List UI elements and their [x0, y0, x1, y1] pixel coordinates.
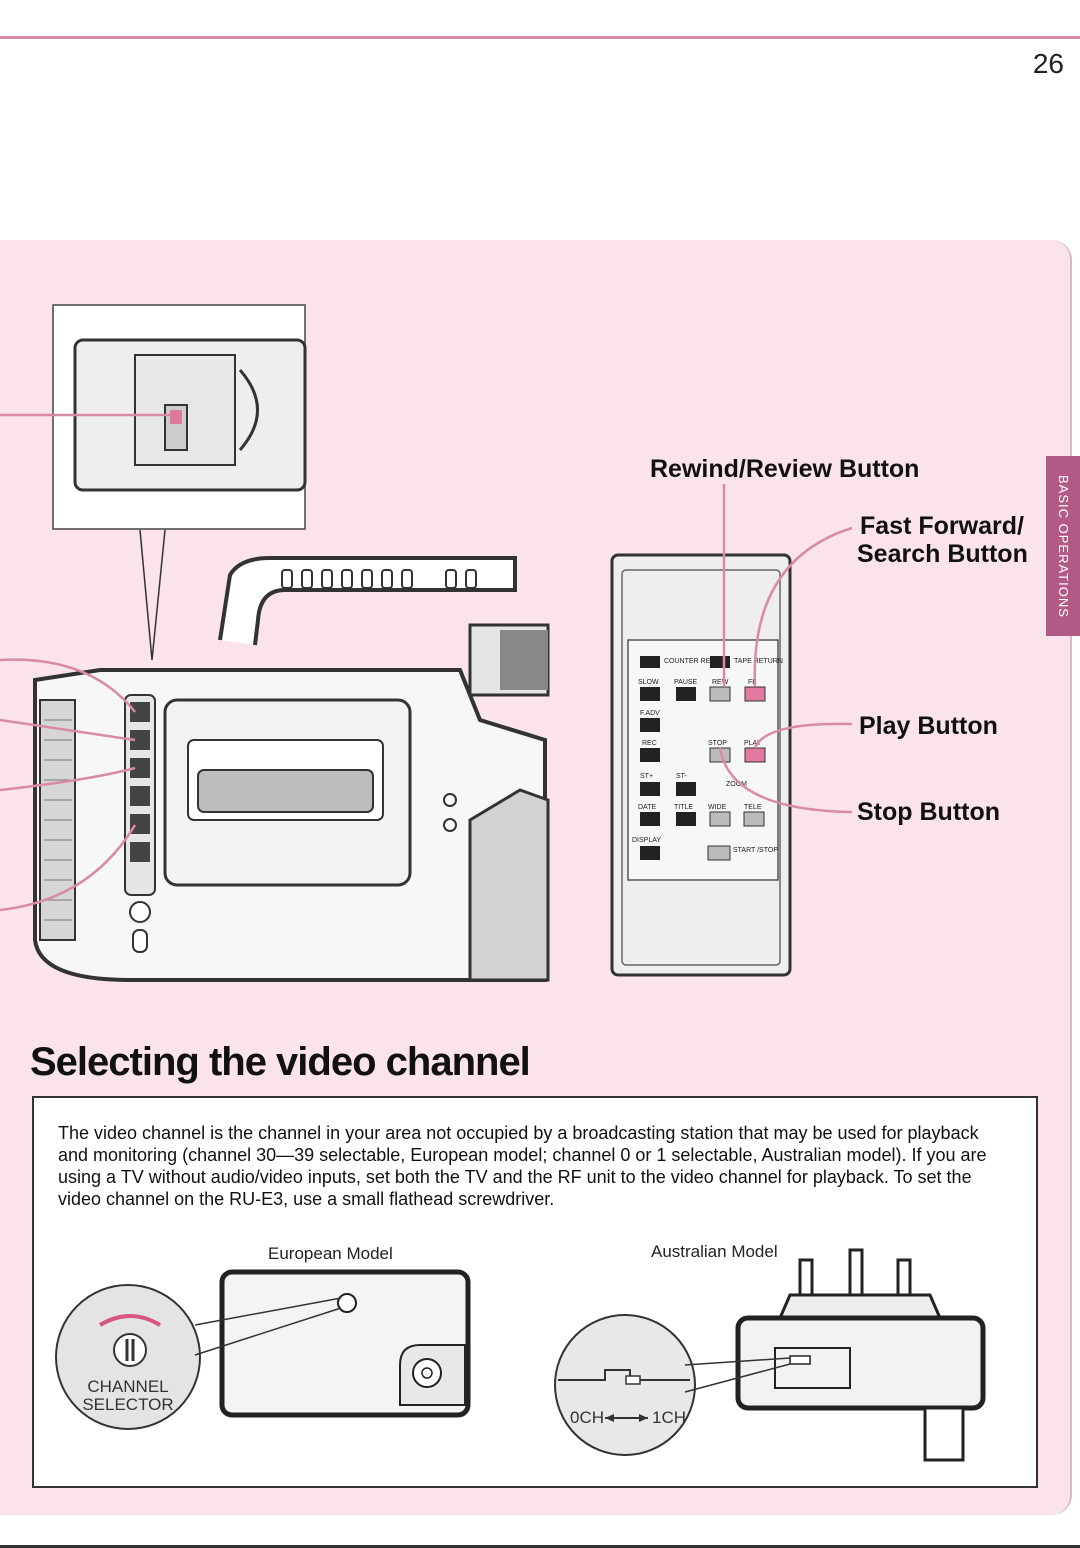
- remote-label: REC: [642, 740, 657, 747]
- page-number: 26: [1032, 48, 1064, 79]
- remote-label: TITLE: [674, 804, 693, 811]
- remote-label: DATE: [638, 804, 656, 811]
- bottom-rule: [0, 1545, 1080, 1548]
- body-text: The video channel is the channel in your…: [58, 1123, 987, 1209]
- och-label: 0CH: [570, 1408, 604, 1427]
- remote-control-illustration: COUNTER RESET TAPE RETURN SLOW PAUSE REW…: [610, 484, 853, 977]
- australian-model-label: Australian Model: [651, 1242, 778, 1261]
- remote-label: TAPE RETURN: [734, 658, 783, 665]
- info-box: [32, 1096, 1038, 1488]
- remote-label: FF: [748, 679, 757, 686]
- remote-label: REW: [712, 679, 729, 686]
- european-model-label: European Model: [268, 1244, 393, 1263]
- remote-label: ZOOM: [726, 781, 747, 788]
- rewind-callout: Rewind/Review Button: [650, 455, 920, 483]
- play-callout: Play Button: [859, 712, 998, 740]
- stop-callout: Stop Button: [857, 798, 1001, 826]
- ich-label: 1CH: [652, 1408, 686, 1427]
- remote-label: PAUSE: [674, 679, 698, 686]
- ff-callout-line2: Search Button: [857, 540, 1028, 568]
- remote-label: STOP: [708, 740, 727, 747]
- channel-selector-label-2: SELECTOR: [82, 1395, 173, 1414]
- australian-rf-unit-illustration: 0CH 1CH: [554, 1248, 986, 1462]
- european-rf-unit-illustration: CHANNEL SELECTOR: [55, 1269, 471, 1430]
- remote-label: ST-: [676, 773, 688, 780]
- remote-label: TELE: [744, 804, 762, 811]
- top-rule: [0, 36, 1080, 39]
- section-title: Selecting the video channel: [30, 1040, 531, 1084]
- remote-label: START /STOP: [733, 847, 778, 854]
- section-side-tab: BASIC OPERATIONS: [1046, 456, 1080, 636]
- remote-label: F.ADV: [640, 710, 660, 717]
- remote-label: DISPLAY: [632, 837, 661, 844]
- camcorder-illustration: [0, 304, 550, 982]
- channel-selector-label-1: CHANNEL: [87, 1377, 168, 1396]
- remote-label: PLAY: [744, 740, 762, 747]
- remote-label: COUNTER RESET: [664, 658, 725, 665]
- ff-callout-line1: Fast Forward/: [860, 512, 1024, 540]
- remote-label: WIDE: [708, 804, 727, 811]
- remote-label: ST+: [640, 773, 653, 780]
- remote-label: SLOW: [638, 679, 659, 686]
